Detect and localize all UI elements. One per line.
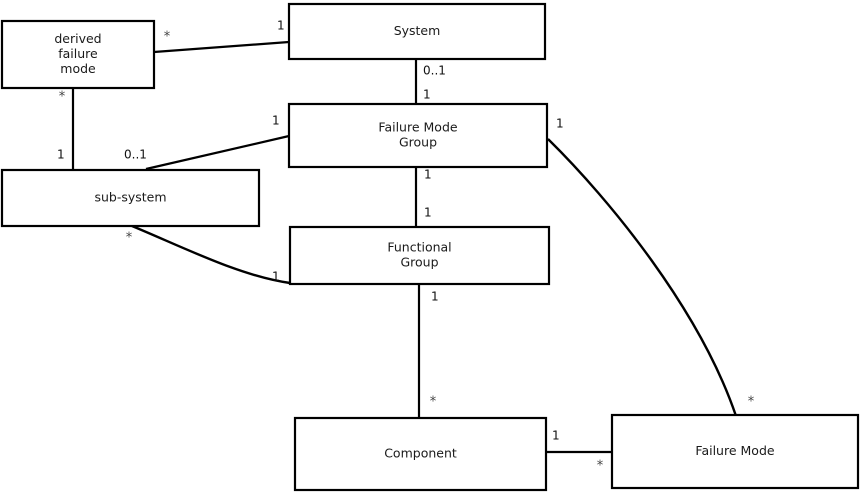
mult-subsystem-fg-star: *	[126, 231, 133, 246]
class-node-derived-failure-mode[interactable]: derived failure mode	[0, 19, 156, 90]
class-box-system[interactable]	[287, 2, 547, 61]
association-sub-system-to-functional-group[interactable]	[131, 224, 291, 285]
mult-fg-fmg-one-bottom: 1	[424, 206, 432, 220]
class-node-failure-mode-group[interactable]: Failure Mode Group	[287, 102, 549, 169]
association-sub-system-to-failure-mode-group[interactable]	[145, 134, 290, 171]
association-derived-failure-mode-to-system[interactable]	[153, 40, 290, 54]
class-label-component: Component	[384, 446, 457, 461]
mult-dfm-subsystem-star: *	[59, 90, 66, 105]
mult-component-fm-one: 1	[552, 429, 560, 443]
class-box-failure-mode-group[interactable]	[287, 102, 549, 169]
class-label-functional-group-line2: Group	[400, 255, 438, 270]
class-box-component[interactable]	[293, 416, 548, 492]
class-label-failure-mode-group-line2: Group	[399, 135, 437, 150]
class-label-derived-failure-mode-line1: derived	[54, 31, 101, 46]
mult-system-fmg-zero-one: 0..1	[423, 64, 446, 78]
class-node-component[interactable]: Component	[293, 416, 548, 492]
class-label-failure-mode: Failure Mode	[695, 443, 774, 458]
multiplicity-labels-layer: * 1 * 1 0..1 1 0..1 1 1 1 * 1 1 * 1 * 1 *	[57, 19, 755, 474]
mult-fg-subsystem-one: 1	[272, 270, 280, 284]
class-box-derived-failure-mode[interactable]	[0, 19, 156, 90]
class-node-system[interactable]: System	[287, 2, 547, 61]
mult-fmg-fg-one-top: 1	[424, 168, 432, 182]
class-node-functional-group[interactable]: Functional Group	[288, 225, 551, 286]
mult-fm-component-star: *	[597, 459, 604, 474]
class-node-failure-mode[interactable]: Failure Mode	[610, 413, 860, 490]
association-failure-mode-group-to-failure-mode[interactable]	[547, 138, 738, 417]
class-label-derived-failure-mode-line2: failure	[58, 46, 98, 61]
class-label-functional-group-line1: Functional	[387, 240, 451, 255]
mult-system-dfm-one: 1	[277, 19, 285, 33]
class-box-functional-group[interactable]	[288, 225, 551, 286]
class-box-sub-system[interactable]	[0, 168, 261, 228]
mult-fmg-system-one: 1	[423, 88, 431, 102]
class-label-system: System	[394, 23, 441, 38]
class-box-failure-mode[interactable]	[610, 413, 860, 490]
mult-fmg-subsystem-one: 1	[272, 114, 280, 128]
mult-subsystem-fmg-zero-one: 0..1	[124, 148, 147, 162]
mult-fmg-fm-one: 1	[556, 117, 564, 131]
mult-fg-component-one: 1	[431, 290, 439, 304]
associations-layer	[71, 40, 738, 454]
mult-component-fg-star: *	[430, 395, 437, 410]
class-node-sub-system[interactable]: sub-system	[0, 168, 261, 228]
class-label-sub-system: sub-system	[94, 190, 166, 205]
mult-subsystem-dfm-one: 1	[57, 148, 65, 162]
mult-fm-fmg-star: *	[748, 395, 755, 410]
mult-dfm-system-star: *	[164, 30, 171, 45]
class-label-derived-failure-mode-line3: mode	[60, 61, 96, 76]
class-label-failure-mode-group-line1: Failure Mode	[378, 120, 457, 135]
